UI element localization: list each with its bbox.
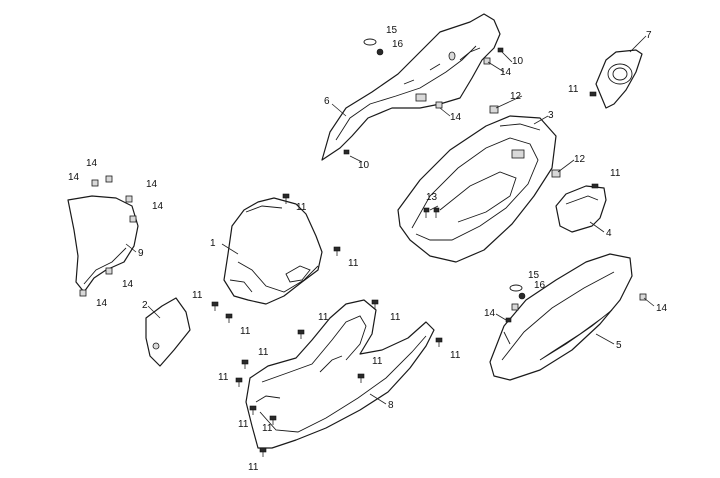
screw-icon <box>249 405 257 415</box>
callout-12: 12 <box>510 91 522 102</box>
callout-12: 12 <box>574 154 586 165</box>
screw-icon <box>433 207 440 218</box>
clip-icon <box>91 179 99 187</box>
screw-icon <box>435 337 443 347</box>
washer-icon <box>509 284 523 292</box>
screw-icon <box>357 373 365 383</box>
screw-icon <box>297 329 305 339</box>
callout-11: 11 <box>240 326 251 337</box>
part-5-side-cover <box>489 253 633 381</box>
leader-lines <box>125 35 655 405</box>
callout-13: 13 <box>426 192 438 203</box>
part-4-cover <box>555 185 607 233</box>
clip-icon <box>483 57 491 65</box>
screw-icon <box>497 47 504 53</box>
callout-16: 16 <box>392 39 404 50</box>
callout-14: 14 <box>68 172 80 183</box>
callout-4: 4 <box>606 228 612 239</box>
callout-11: 11 <box>218 372 229 383</box>
callout-11: 11 <box>262 423 273 434</box>
screw-icon <box>235 377 243 387</box>
callout-1: 1 <box>210 238 216 249</box>
screw-icon <box>211 301 219 311</box>
clip-icon <box>129 215 137 223</box>
screw-icon <box>259 447 267 457</box>
callout-14: 14 <box>152 201 164 212</box>
callout-11: 11 <box>348 258 359 269</box>
fastener-group <box>79 38 647 457</box>
callout-2: 2 <box>142 300 148 311</box>
clip-icon <box>511 303 519 311</box>
clip-icon <box>105 175 113 183</box>
clip-icon <box>125 195 133 203</box>
screw-icon <box>333 246 341 256</box>
callout-11: 11 <box>390 312 401 323</box>
screw-icon <box>589 91 597 97</box>
callout-11: 11 <box>610 168 621 179</box>
part-9-front-panel <box>67 195 139 293</box>
callout-14: 14 <box>656 303 668 314</box>
callout-14: 14 <box>146 179 158 190</box>
washer-icon <box>518 292 526 300</box>
callout-11: 11 <box>258 347 269 358</box>
callout-labels: 1 2 3 4 5 6 7 8 9 10 10 12 12 13 15 16 1… <box>68 25 668 473</box>
clip-icon <box>489 105 499 114</box>
screw-icon <box>343 149 350 155</box>
callout-14: 14 <box>484 308 496 319</box>
callout-11: 11 <box>192 290 203 301</box>
callout-16: 16 <box>534 280 546 291</box>
callout-14: 14 <box>86 158 98 169</box>
part-8-floor-panel <box>245 299 435 449</box>
callout-14: 14 <box>122 279 134 290</box>
part-6-rear-fender <box>321 13 501 161</box>
callout-7: 7 <box>646 30 652 41</box>
washer-icon <box>376 48 384 56</box>
screw-icon <box>269 415 277 425</box>
callout-14: 14 <box>500 67 512 78</box>
clip-icon <box>79 289 87 297</box>
clip-icon <box>639 293 647 301</box>
callout-6: 6 <box>324 96 330 107</box>
callout-8: 8 <box>388 400 394 411</box>
part-3-storage-box <box>397 115 557 263</box>
callout-15: 15 <box>528 270 540 281</box>
callout-15: 15 <box>386 25 398 36</box>
callout-11: 11 <box>238 419 249 430</box>
callout-11: 11 <box>372 356 383 367</box>
part-1-leg-shield <box>223 197 323 305</box>
screw-icon <box>591 183 599 189</box>
screw-icon <box>505 317 512 323</box>
callout-5: 5 <box>616 340 622 351</box>
screw-icon <box>371 299 379 309</box>
screw-icon <box>241 359 249 369</box>
part-7-emblem-bracket <box>595 49 643 109</box>
screw-icon <box>423 207 430 218</box>
callout-11: 11 <box>296 202 307 213</box>
callout-11: 11 <box>248 462 259 473</box>
callout-11: 11 <box>318 312 329 323</box>
callout-9: 9 <box>138 248 144 259</box>
clip-icon <box>105 267 113 275</box>
clip-icon <box>551 169 561 178</box>
part-2-side-plate <box>145 297 191 367</box>
callout-10: 10 <box>512 56 524 67</box>
callout-14: 14 <box>450 112 462 123</box>
screw-icon <box>225 313 233 323</box>
callout-11: 11 <box>568 84 579 95</box>
callout-11: 11 <box>450 350 461 361</box>
screw-icon <box>282 193 290 204</box>
callout-3: 3 <box>548 110 554 121</box>
washer-icon <box>363 38 377 46</box>
clip-icon <box>435 101 443 109</box>
callout-14: 14 <box>96 298 108 309</box>
callout-10: 10 <box>358 160 370 171</box>
